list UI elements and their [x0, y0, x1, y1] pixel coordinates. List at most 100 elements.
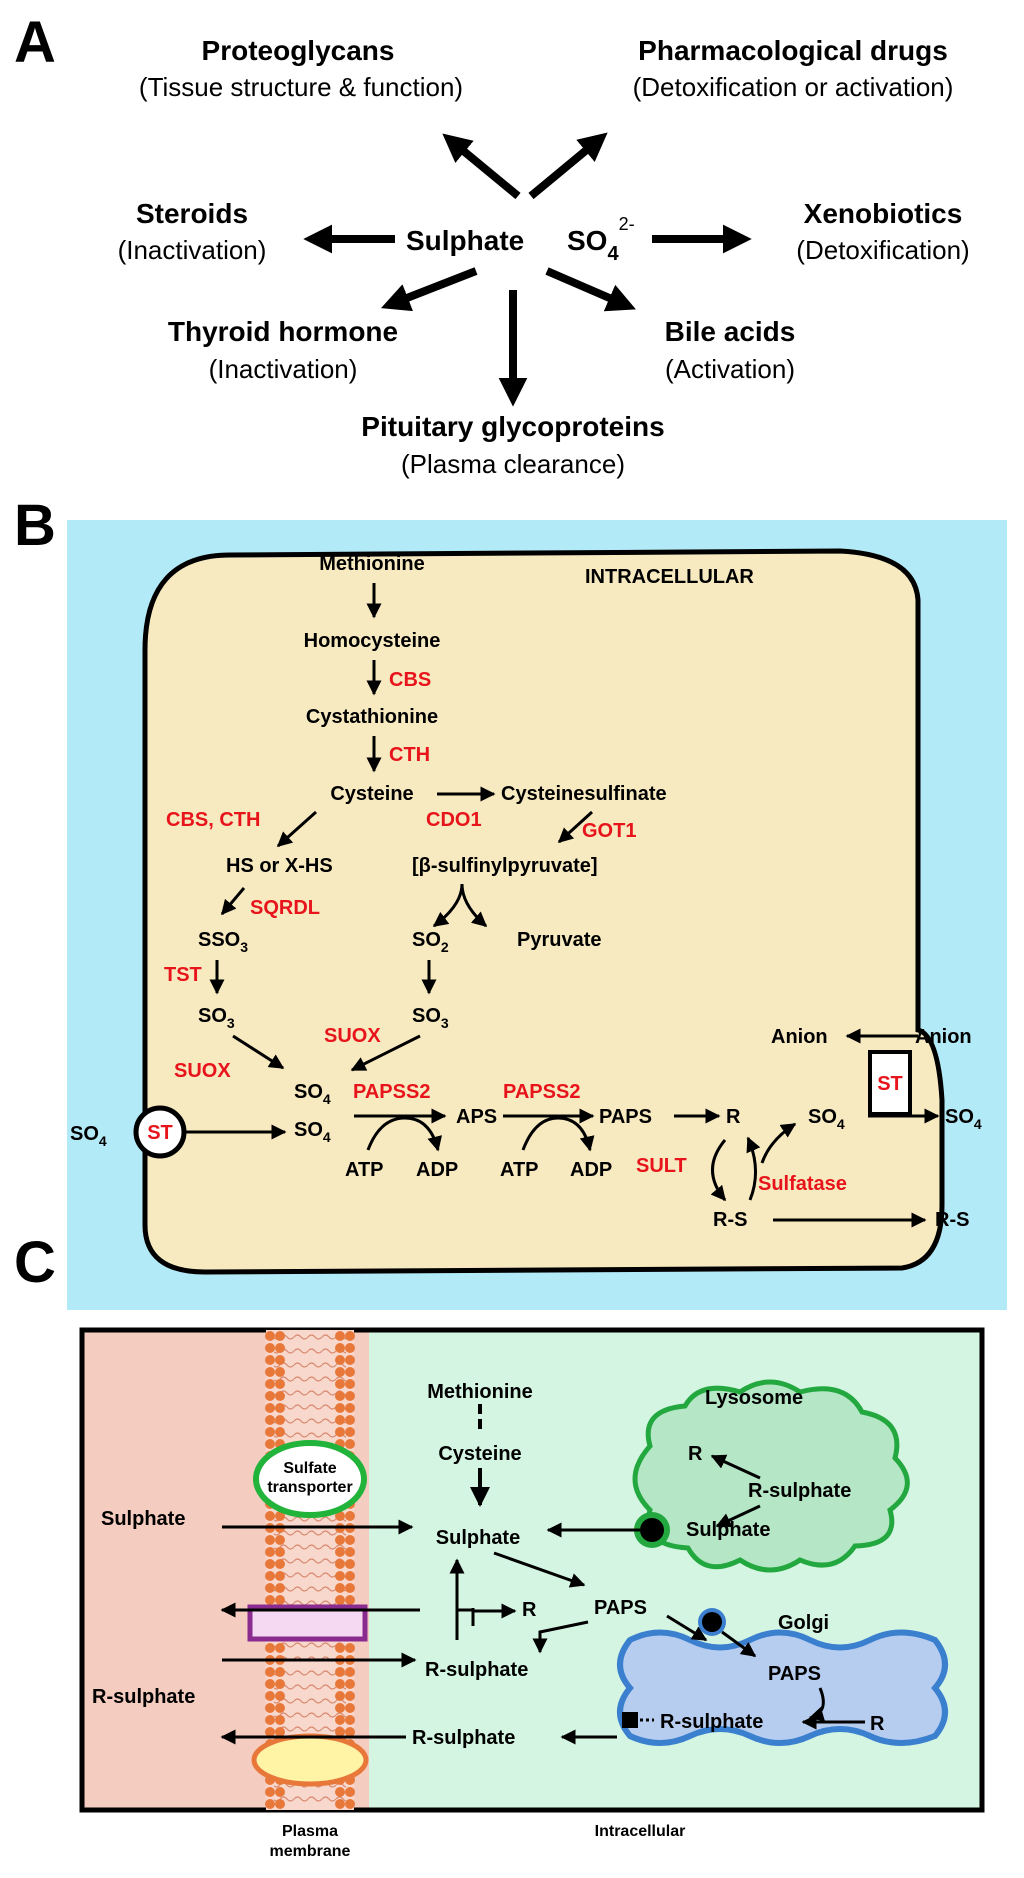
met-so4-extracellular-right: SO4	[945, 1106, 982, 1132]
c-r-sulphate-golgi-derived: R-sulphate	[412, 1727, 515, 1749]
enzyme-st-right: ST	[877, 1073, 903, 1095]
membrane-head-group	[275, 1415, 285, 1425]
lysosome-transporter	[640, 1518, 664, 1542]
membrane-head-group	[275, 1511, 285, 1521]
membrane-head-group	[345, 1343, 355, 1353]
met-so2: SO2	[412, 929, 449, 955]
membrane-head-group	[345, 1403, 355, 1413]
sulphate-formula: SO42-	[567, 214, 635, 265]
st-transporter-left	[133, 1105, 187, 1159]
met-r: R	[726, 1106, 741, 1128]
met-hs: HS or X-HS	[226, 855, 333, 877]
arrow-rs-r	[746, 1136, 761, 1201]
membrane-head-group	[265, 1391, 275, 1401]
membrane-head-group	[265, 1787, 275, 1797]
r-sulphate-efflux-pump	[251, 1733, 369, 1787]
panel-b-label: B	[14, 493, 56, 558]
arrow-cys-hs	[276, 810, 318, 848]
lysosome-r: R	[688, 1443, 703, 1465]
membrane-head-group	[275, 1403, 285, 1413]
membrane-head-group	[265, 1559, 275, 1569]
enzyme-cdo1: CDO1	[426, 809, 482, 831]
target-pituitary-glycoproteins: Pituitary glycoproteins	[361, 411, 664, 442]
met-so4-extracellular-left: SO4	[70, 1123, 107, 1149]
membrane-head-group	[275, 1535, 285, 1545]
arrow-to-thyroid-hormone	[380, 267, 478, 312]
membrane-head-group	[265, 1595, 275, 1605]
role-bile-acids: (Activation)	[665, 354, 795, 384]
sulfate-transporter	[253, 1440, 367, 1518]
arrow-to-bile-acids	[545, 267, 636, 312]
panel-c: Sulfate transporter Lysosome R R-sulphat…	[79, 1327, 985, 1860]
lysosome	[632, 1379, 910, 1573]
c-r: R	[522, 1599, 537, 1621]
arrow-to-pharmacological-drugs	[528, 132, 608, 200]
met-sulfinylpyruvate: [β-sulfinylpyruvate]	[412, 855, 598, 877]
membrane-head-group	[275, 1571, 285, 1581]
membrane-head-group	[335, 1511, 345, 1521]
enzyme-papss2-2: PAPSS2	[503, 1081, 580, 1103]
membrane-head-group	[265, 1355, 275, 1365]
target-pharmacological-drugs: Pharmacological drugs	[638, 35, 948, 66]
membrane-head-group	[275, 1367, 285, 1377]
met-cysteinesulfinate: Cysteinesulfinate	[501, 783, 667, 805]
membrane-head-group	[275, 1547, 285, 1557]
membrane-head-group	[335, 1547, 345, 1557]
met-cysteine: Cysteine	[330, 783, 413, 805]
role-pharmacological-drugs: (Detoxification or activation)	[633, 72, 954, 102]
membrane-head-group	[345, 1391, 355, 1401]
membrane-head-group	[335, 1403, 345, 1413]
c-cysteine: Cysteine	[438, 1443, 521, 1465]
membrane-head-group	[265, 1379, 275, 1389]
membrane-head-group	[335, 1331, 345, 1341]
membrane-head-group	[335, 1391, 345, 1401]
membrane-head-group	[265, 1535, 275, 1545]
membrane-head-group	[345, 1703, 355, 1713]
membrane-head-group	[335, 1691, 345, 1701]
membrane-head-group	[275, 1715, 285, 1725]
membrane-head-group	[345, 1667, 355, 1677]
membrane-head-group	[265, 1403, 275, 1413]
met-adp-1: ADP	[416, 1159, 458, 1181]
membrane-head-group	[345, 1331, 355, 1341]
c-paps: PAPS	[594, 1597, 647, 1619]
c-r-sulphate-cytosol: R-sulphate	[425, 1659, 528, 1681]
membrane-head-group	[335, 1667, 345, 1677]
membrane-head-group	[335, 1367, 345, 1377]
role-proteoglycans: (Tissue structure & function)	[139, 72, 463, 102]
membrane-head-group	[335, 1343, 345, 1353]
enzyme-sulfatase: Sulfatase	[758, 1173, 847, 1195]
enzyme-cbs: CBS	[389, 669, 431, 691]
membrane-head-group	[275, 1331, 285, 1341]
membrane-head-group	[335, 1379, 345, 1389]
membrane-head-group	[275, 1691, 285, 1701]
transporter-label-2: transporter	[267, 1479, 352, 1496]
transporter-label-1: Sulfate	[283, 1460, 336, 1477]
c-r-sulphate-extracellular: R-sulphate	[92, 1686, 195, 1708]
arrow-r-rs	[710, 1139, 727, 1202]
target-bile-acids: Bile acids	[665, 316, 796, 347]
panel-a-label: A	[14, 10, 56, 75]
enzyme-got1: GOT1	[582, 820, 636, 842]
met-so3-right: SO3	[412, 1005, 449, 1031]
enzyme-tst: TST	[164, 964, 202, 986]
enzyme-cth: CTH	[389, 744, 430, 766]
plasma-membrane-label-1: Plasma	[282, 1823, 338, 1840]
membrane-head-group	[265, 1691, 275, 1701]
arrow-sulfinylpyruvate-pyruvate	[460, 883, 488, 928]
membrane-head-group	[275, 1379, 285, 1389]
met-rs-out: R-S	[935, 1209, 969, 1231]
met-atp-2: ATP	[500, 1159, 539, 1181]
membrane-head-group	[275, 1727, 285, 1737]
membrane-head-group	[345, 1595, 355, 1605]
met-so4-upper: SO4	[294, 1081, 331, 1107]
membrane-head-group	[275, 1799, 285, 1809]
membrane-head-group	[345, 1727, 355, 1737]
membrane-head-group	[275, 1667, 285, 1677]
cell-body	[142, 548, 945, 1275]
met-sso3: SSO3	[198, 929, 248, 955]
arrow-paps-golgi	[666, 1614, 708, 1642]
arrow-so3-so4-left	[232, 1034, 285, 1070]
membrane-head-group	[335, 1427, 345, 1437]
